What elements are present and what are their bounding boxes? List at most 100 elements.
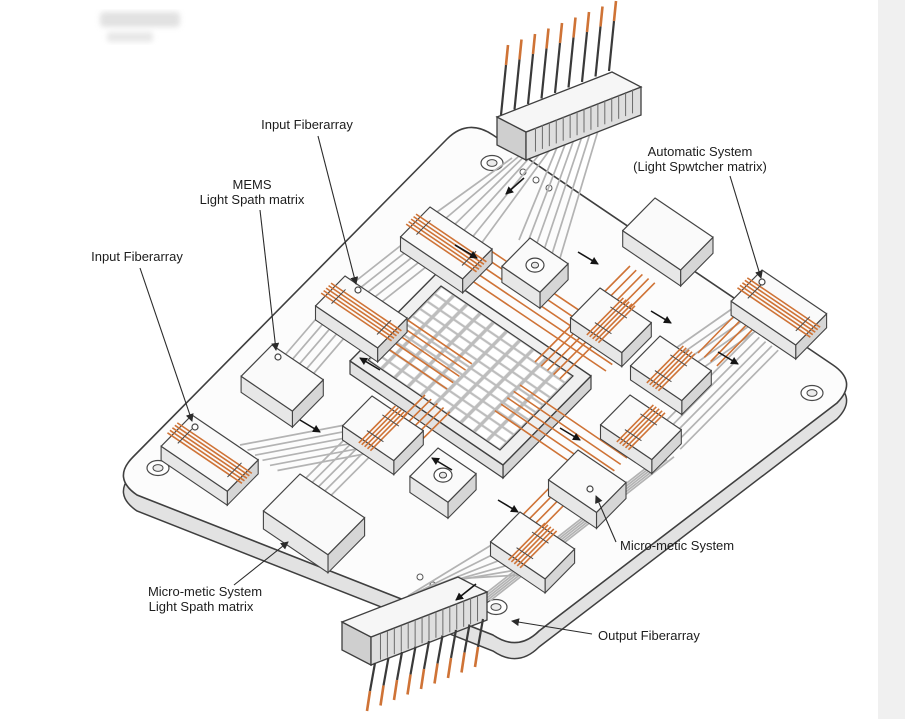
fiber-line [616,404,654,443]
leader-input-top [317,135,359,285]
label-target-dot [758,278,766,286]
fiber-pin [499,64,508,116]
direction-arrow [431,457,453,471]
fiber-pin-tip [504,44,510,66]
fiber-pin [594,26,602,77]
connector-top [340,576,489,638]
label-mems: MEMS [233,177,272,192]
fiber-line [379,261,433,304]
fiber-line [436,157,513,213]
fiber-line [481,139,558,244]
fiber-line [622,408,660,447]
fiber-line [328,284,400,334]
fiber-line [351,242,405,285]
fiber-pin-tip [545,28,550,49]
label-automatic-system: Automatic System [648,144,753,159]
fiber-line [679,349,779,450]
fiber-clamp-right-c [599,394,682,475]
fiber-line [358,405,396,444]
watermark [100,12,180,42]
optical-switch-matrix-chip [349,271,592,480]
fiber-pin [553,42,562,94]
direction-arrow [650,310,672,324]
label-output-fiberarray: Output Fiberarray [598,628,700,643]
fiber-pin [409,646,417,675]
fiber-pin-tip [531,33,537,55]
block-top [240,344,324,412]
fiber-line [364,409,402,448]
fiber-pin-tip [392,679,399,701]
fiber-line [627,412,666,451]
fiber-pin [513,59,521,110]
label-micro-metic-matrix-sub: Light Spath matrix [149,599,254,614]
right-gutter [878,0,905,719]
fiber-pin [607,20,616,72]
fiber-pin [382,657,390,686]
fiber-clamp-right-a [569,287,652,368]
fiber-line [507,522,546,561]
leader-input-left [139,267,194,422]
fiber-line [454,150,531,225]
fiber-ribbon-gray [654,332,779,450]
fiber-pin [449,629,458,659]
corner-hole [146,459,170,477]
direction-arrow [559,427,581,441]
direction-arrow [505,177,525,195]
label-target-dot [586,485,594,493]
fiber-line [323,289,395,339]
fiber-line [445,153,522,219]
clamp-bar [747,283,763,299]
clamp-bar [366,430,384,443]
clamp-bar [227,462,242,478]
fiber-line [716,322,760,367]
fiber-pin-tip [433,663,439,684]
direction-arrow [455,583,477,601]
fiber-pin [540,48,548,99]
connector-top [495,71,643,133]
fiber-pin [526,53,535,105]
clamp-bar [376,319,392,335]
fiber-pin [395,651,404,681]
fiber-line [366,411,405,450]
fiber-line [654,351,693,390]
direction-arrow [454,244,478,259]
fiber-pin-tip [612,0,618,22]
fiber-line [407,543,494,597]
plain-block-upper-right [622,197,714,288]
fiber-line [247,429,353,451]
fiber-pin-tip [558,22,564,44]
clamp-bar [640,413,658,426]
fiber-pin [436,635,444,664]
direction-arrow [497,499,519,513]
corner-hole [484,598,508,616]
fiber-pin [422,640,431,670]
direction-arrow [299,419,321,433]
fiber-pin-tip [585,11,591,33]
direction-arrow [577,251,599,265]
fiber-line [519,384,628,459]
label-micro-metic-system: Micro-metic System [620,538,734,553]
clamp-bar [594,322,612,335]
fiber-line [649,347,687,386]
fiber-ribbon-gray [518,123,601,262]
fiber-array-connectors [340,0,643,712]
fiber-line [392,330,460,378]
fiber-line [361,407,399,446]
label-target-dot [191,423,199,431]
corner-hole [800,384,824,402]
fiber-line [646,345,684,384]
fiber-line [542,130,585,254]
fiber-line [475,461,661,608]
fiber-line [703,324,765,368]
fiber-clamp-top-b [314,275,408,364]
block-top [622,197,714,271]
leader-output-fiberarray [511,618,593,635]
fiber-pin-tip [572,17,577,38]
fiber-pin-tip [406,674,412,695]
clamp-bar [795,316,811,332]
labels: Input Fiberarray MEMS Light Spath matrix… [91,117,767,643]
label-mems-matrix: Light Spath matrix [200,192,305,207]
fiber-line [652,349,690,388]
clamp-bar [610,306,628,319]
